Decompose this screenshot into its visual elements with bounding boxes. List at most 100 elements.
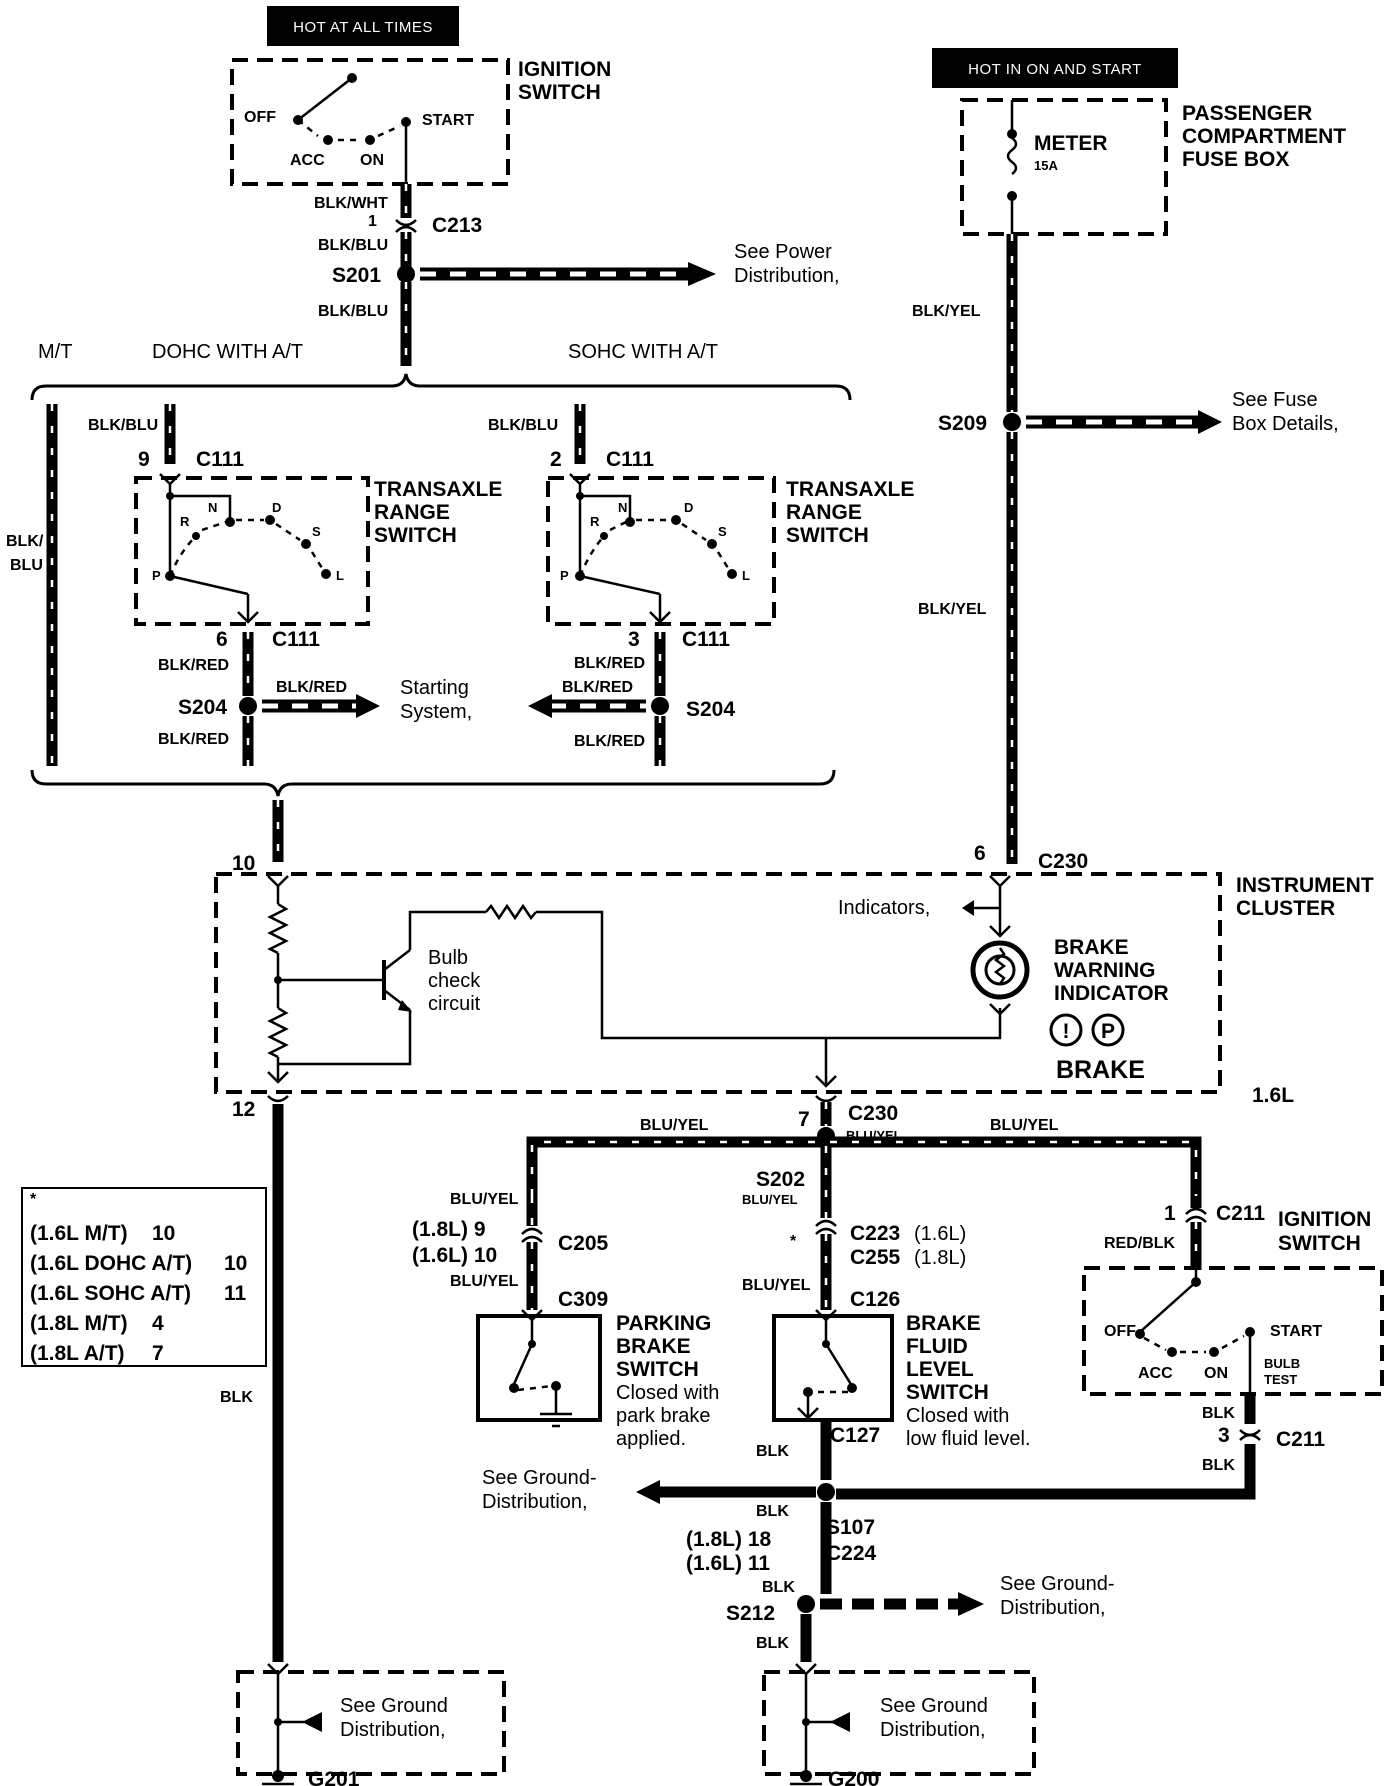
svg-text:IGNITION: IGNITION — [1278, 1208, 1371, 1231]
transaxle-switch-sohc: BLK/BLU 2 C111 P R N D S L TRANSAXLE RAN… — [488, 404, 914, 766]
svg-text:BLK: BLK — [1202, 1405, 1235, 1422]
pin-table: * (1.6L M/T) 10 (1.6L DOHC A/T) 10 (1.6L… — [21, 1187, 267, 1367]
svg-text:6: 6 — [216, 628, 228, 651]
svg-text:BLK/YEL: BLK/YEL — [912, 303, 981, 320]
svg-text:BLU/YEL: BLU/YEL — [450, 1273, 519, 1290]
svg-text:(1.6L): (1.6L) — [914, 1223, 966, 1245]
svg-text:OFF: OFF — [244, 109, 276, 126]
svg-text:SOHC WITH A/T: SOHC WITH A/T — [568, 341, 718, 363]
svg-text:S: S — [312, 524, 321, 539]
svg-text:1: 1 — [1164, 1202, 1176, 1225]
svg-text:C230: C230 — [1038, 850, 1088, 873]
svg-text:P: P — [152, 568, 161, 583]
svg-text:BRAKE: BRAKE — [1054, 936, 1129, 959]
svg-text:IGNITION: IGNITION — [518, 58, 611, 81]
svg-text:(1.8L) 9: (1.8L) 9 — [412, 1218, 486, 1241]
svg-text:P: P — [1101, 1020, 1115, 1043]
brake-warning-icon: ! P — [1049, 1013, 1125, 1047]
svg-text:3: 3 — [1218, 1424, 1230, 1447]
svg-text:S204: S204 — [686, 698, 735, 721]
arrow-starting-system-right: BLK/RED — [528, 679, 646, 718]
svg-text:G200: G200 — [828, 1768, 879, 1786]
svg-text:SWITCH: SWITCH — [374, 524, 457, 547]
svg-text:G201: G201 — [308, 1768, 360, 1786]
svg-text:C224: C224 — [826, 1542, 877, 1565]
svg-text:RED/BLK: RED/BLK — [1104, 1235, 1176, 1252]
parking-brake-branch: BLU/YEL (1.8L) 9 (1.6L) 10 C205 BLU/YEL … — [412, 1191, 719, 1450]
svg-text:(1.8L M/T): (1.8L M/T) — [30, 1312, 128, 1335]
wire-blk-yel: BLK/YEL S209 BLK/YEL — [912, 234, 1021, 864]
svg-text:HOT IN ON AND START: HOT IN ON AND START — [968, 61, 1142, 78]
svg-text:LEVEL: LEVEL — [906, 1358, 974, 1381]
svg-text:12: 12 — [232, 1098, 255, 1121]
wire-ignition-to-s201: BLK/WHT 1 C213 BLK/BLU S201 BLK/BLU — [314, 184, 482, 366]
svg-text:N: N — [618, 500, 627, 515]
svg-text:S212: S212 — [726, 1602, 775, 1625]
arrow-power-distribution: See Power Distribution, — [420, 241, 840, 287]
svg-text:S201: S201 — [332, 264, 381, 287]
svg-text:BLK/BLU: BLK/BLU — [318, 303, 388, 320]
svg-text:(1.6L SOHC A/T): (1.6L SOHC A/T) — [30, 1282, 191, 1305]
arrow-starting-system-left: BLK/RED Starting System, — [262, 677, 472, 723]
ignition-switch-top: OFF ACC ON START IGNITION SWITCH — [230, 58, 611, 186]
svg-text:L: L — [336, 568, 344, 583]
svg-text:Closed with: Closed with — [906, 1405, 1009, 1427]
svg-text:park brake: park brake — [616, 1405, 711, 1427]
transaxle-switch-dohc: BLK/BLU 9 C111 P R N D S L TRANSAXLE RAN… — [88, 404, 502, 766]
svg-text:7: 7 — [152, 1342, 164, 1365]
svg-text:Distribution,: Distribution, — [340, 1719, 446, 1741]
header-hot-in-on-start: HOT IN ON AND START — [932, 48, 1178, 88]
svg-text:C111: C111 — [196, 448, 244, 471]
svg-text:BLU/YEL: BLU/YEL — [990, 1117, 1059, 1134]
arrow-fuse-box-details: See Fuse Box Details, — [1026, 389, 1339, 435]
svg-text:6: 6 — [974, 842, 986, 865]
svg-text:(1.8L A/T): (1.8L A/T) — [30, 1342, 125, 1365]
svg-text:BLK/: BLK/ — [6, 533, 44, 550]
svg-text:BLK/RED: BLK/RED — [158, 731, 229, 748]
header-hot-at-all-times: HOT AT ALL TIMES — [267, 6, 459, 46]
svg-text:C309: C309 — [558, 1288, 608, 1311]
svg-text:1: 1 — [368, 213, 377, 230]
fuse-box: METER 15A PASSENGER COMPARTMENT FUSE BOX — [960, 98, 1346, 236]
svg-text:See Ground-: See Ground- — [1000, 1573, 1115, 1595]
svg-text:C211: C211 — [1216, 1202, 1265, 1225]
svg-text:SWITCH: SWITCH — [786, 524, 869, 547]
svg-text:7: 7 — [798, 1108, 810, 1131]
svg-text:BLK/RED: BLK/RED — [574, 655, 645, 672]
svg-text:15A: 15A — [1034, 158, 1058, 173]
svg-text:HOT AT ALL TIMES: HOT AT ALL TIMES — [293, 19, 433, 36]
svg-text:BLK/BLU: BLK/BLU — [88, 417, 158, 434]
svg-text:(1.8L): (1.8L) — [914, 1247, 966, 1269]
svg-text:BLU/YEL: BLU/YEL — [640, 1117, 709, 1134]
svg-text:SWITCH: SWITCH — [518, 81, 601, 104]
svg-text:BLU/YEL: BLU/YEL — [742, 1192, 798, 1207]
svg-text:BLK/RED: BLK/RED — [158, 657, 229, 674]
svg-text:R: R — [590, 514, 600, 529]
svg-text:C223: C223 — [850, 1222, 900, 1245]
svg-text:9: 9 — [138, 448, 150, 471]
svg-text:TRANSAXLE: TRANSAXLE — [786, 478, 914, 501]
wire-cluster-ground: 12 BLK — [220, 1095, 289, 1662]
svg-text:BLK: BLK — [1202, 1457, 1235, 1474]
svg-text:3: 3 — [628, 628, 640, 651]
svg-text:Distribution,: Distribution, — [482, 1491, 588, 1513]
svg-text:(1.6L) 10: (1.6L) 10 — [412, 1244, 497, 1267]
ignition-switch-bottom: 1 C211 IGNITION SWITCH RED/BLK OFF ACC O… — [836, 1196, 1384, 1500]
svg-text:BLK/BLU: BLK/BLU — [318, 237, 388, 254]
svg-text:Closed with: Closed with — [616, 1382, 719, 1404]
svg-text:PASSENGER: PASSENGER — [1182, 102, 1312, 125]
svg-text:Bulb: Bulb — [428, 947, 468, 969]
svg-text:S209: S209 — [938, 412, 987, 435]
svg-text:BLU/YEL: BLU/YEL — [742, 1277, 811, 1294]
svg-text:System,: System, — [400, 701, 472, 723]
svg-text:BLK/WHT: BLK/WHT — [314, 195, 388, 212]
svg-text:BLU: BLU — [10, 557, 43, 574]
svg-text:10: 10 — [232, 852, 255, 875]
svg-text:10: 10 — [224, 1252, 247, 1275]
svg-text:BLK: BLK — [756, 1635, 789, 1652]
svg-text:Box Details,: Box Details, — [1232, 413, 1339, 435]
svg-text:L: L — [742, 568, 750, 583]
svg-text:C211: C211 — [1276, 1428, 1325, 1451]
svg-text:P: P — [560, 568, 569, 583]
svg-text:START: START — [422, 112, 474, 129]
